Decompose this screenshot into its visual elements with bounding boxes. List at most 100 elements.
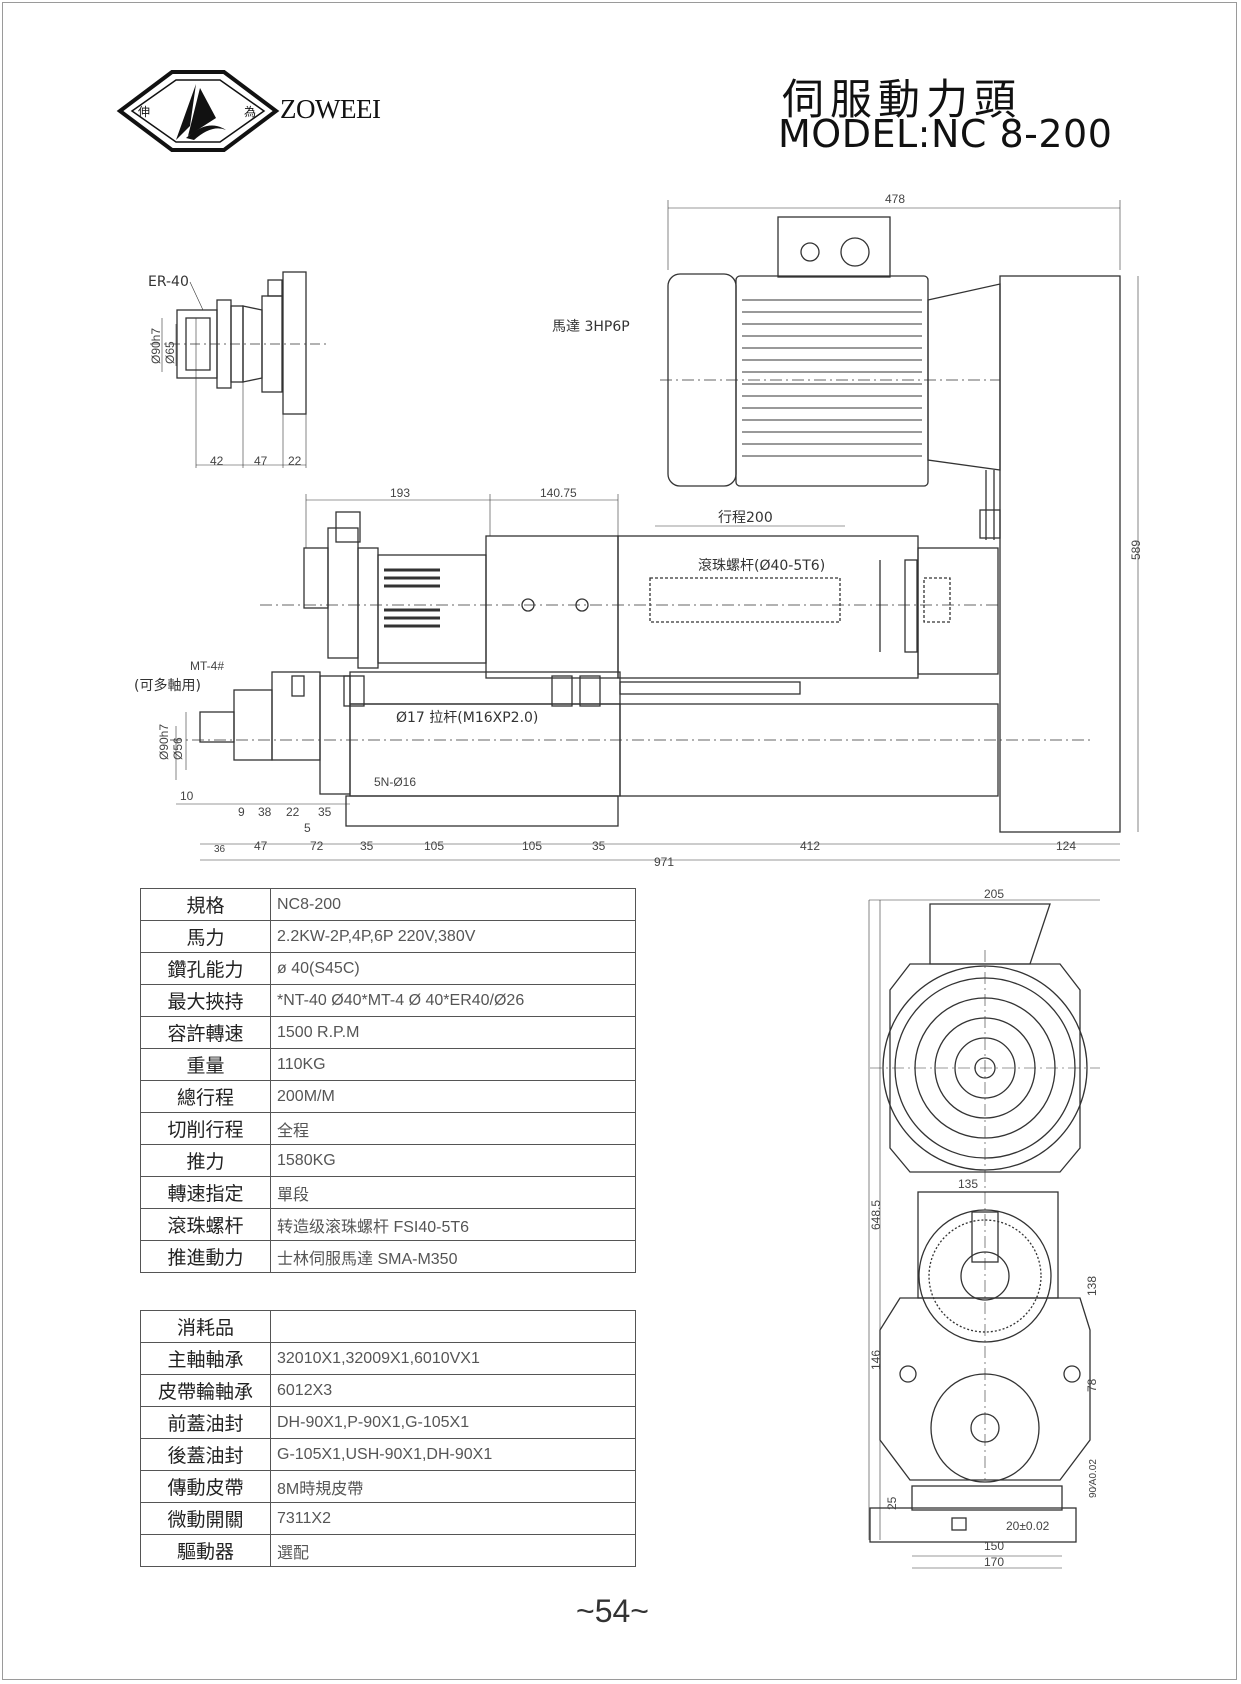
motor-label: 馬達 3HP6P	[552, 319, 630, 335]
dim-9: 9	[238, 805, 245, 819]
consumable-key: 主軸軸承	[140, 1342, 271, 1375]
spec-key: 滾珠螺杆	[140, 1208, 271, 1241]
slot-label: 5N-Ø16	[374, 775, 416, 789]
dim-top-22: 22	[288, 454, 302, 468]
consumable-key: 皮帶輪軸承	[140, 1374, 271, 1407]
spec-value: 士林伺服馬達 SMA-M350	[270, 1240, 636, 1273]
mt4-label: MT-4#	[190, 659, 224, 673]
dim-top-42: 42	[210, 454, 224, 468]
spec-row: 推進動力士林伺服馬達 SMA-M350	[140, 1240, 636, 1273]
dim-105a: 105	[424, 839, 444, 853]
dim-105b: 105	[522, 839, 542, 853]
brand-name: ZOWEEI	[280, 94, 381, 124]
spec-value: NC8-200	[270, 888, 636, 921]
spindle-nose-view	[150, 271, 330, 468]
spec-key: 切削行程	[140, 1112, 271, 1145]
dim-971: 971	[654, 855, 674, 869]
dim-124: 124	[1056, 839, 1076, 853]
dim-170: 170	[984, 1555, 1004, 1569]
dim-648-5: 648.5	[869, 1200, 883, 1230]
spec-value: ø 40(S45C)	[270, 952, 636, 985]
spec-key: 重量	[140, 1048, 271, 1081]
d90h7-top-label: Ø90h7	[149, 328, 163, 364]
dim-589: 589	[1129, 540, 1143, 560]
spec-key: 推進動力	[140, 1240, 271, 1273]
consumable-key: 傳動皮帶	[140, 1470, 271, 1503]
dim-5: 5	[304, 821, 311, 835]
dim-138: 138	[1085, 1276, 1099, 1296]
dim-35a: 35	[318, 805, 332, 819]
dim-25: 25	[885, 1496, 899, 1510]
spec-key: 總行程	[140, 1080, 271, 1113]
dim-146: 146	[869, 1350, 883, 1370]
spec-row: 滾珠螺杆转造级滚珠螺杆 FSI40-5T6	[140, 1208, 636, 1241]
dim-38: 38	[258, 805, 272, 819]
spec-row: 轉速指定單段	[140, 1176, 636, 1209]
dim-47: 47	[254, 839, 268, 853]
consumable-row: 消耗品	[140, 1310, 636, 1343]
dim-10: 10	[180, 789, 194, 803]
dim-top-47: 47	[254, 454, 268, 468]
d65-label: Ø65	[163, 341, 177, 364]
spec-key: 最大挾持	[140, 984, 271, 1017]
spec-key: 轉速指定	[140, 1176, 271, 1209]
consumable-value: 32010X1,32009X1,6010VX1	[270, 1342, 636, 1375]
consumable-row: 驅動器選配	[140, 1534, 636, 1567]
dim-35b: 35	[360, 839, 374, 853]
pull-rod-label: Ø17 拉杆(M16XP2.0)	[396, 710, 538, 726]
spec-value: 1580KG	[270, 1144, 636, 1177]
consumable-value: DH-90X1,P-90X1,G-105X1	[270, 1406, 636, 1439]
spec-value: 單段	[270, 1176, 636, 1209]
spec-key: 鑽孔能力	[140, 952, 271, 985]
consumable-key: 後蓋油封	[140, 1438, 271, 1471]
consumable-key: 微動開關	[140, 1502, 271, 1535]
dim-193: 193	[390, 486, 410, 500]
dim-35c: 35	[592, 839, 606, 853]
dim-36: 36	[214, 844, 226, 855]
consumable-key: 驅動器	[140, 1534, 271, 1567]
main-body-drawing	[170, 200, 1139, 861]
page-title: 伺服動力頭	[782, 75, 1023, 124]
spec-key: 馬力	[140, 920, 271, 953]
consumable-value: 6012X3	[270, 1374, 636, 1407]
zoweei-logo: 伸 為	[116, 70, 280, 152]
spec-value: 110KG	[270, 1048, 636, 1081]
dim-135: 135	[958, 1177, 978, 1191]
spec-key: 規格	[140, 888, 271, 921]
consumable-value: G-105X1,USH-90X1,DH-90X1	[270, 1438, 636, 1471]
spec-value: 转造级滚珠螺杆 FSI40-5T6	[270, 1208, 636, 1241]
dim-150: 150	[984, 1539, 1004, 1553]
dim-90: 90⁄A0.02	[1088, 1459, 1099, 1498]
stroke-label: 行程200	[718, 510, 773, 526]
spec-row: 最大挾持*NT-40 Ø40*MT-4 Ø 40*ER40/Ø26	[140, 984, 636, 1017]
spec-value: 200M/M	[270, 1080, 636, 1113]
dim-72: 72	[310, 839, 324, 853]
dim-205: 205	[984, 887, 1004, 901]
page-number: ~54~	[576, 1593, 649, 1629]
dim-20: 20±0.02	[1006, 1519, 1050, 1533]
consumable-value	[270, 1310, 636, 1343]
front-view-drawing	[868, 899, 1100, 1569]
spec-value: 1500 R.P.M	[270, 1016, 636, 1049]
consumable-key: 消耗品	[140, 1310, 271, 1343]
spec-value: 全程	[270, 1112, 636, 1145]
consumable-value: 選配	[270, 1534, 636, 1567]
d56-label: Ø56	[171, 737, 185, 760]
seal-char-right: 為	[244, 105, 256, 119]
model-number: MODEL:NC 8-200	[778, 112, 1113, 156]
dim-412: 412	[800, 839, 820, 853]
ballscrew-label: 滾珠螺杆(Ø40-5T6)	[698, 558, 825, 574]
